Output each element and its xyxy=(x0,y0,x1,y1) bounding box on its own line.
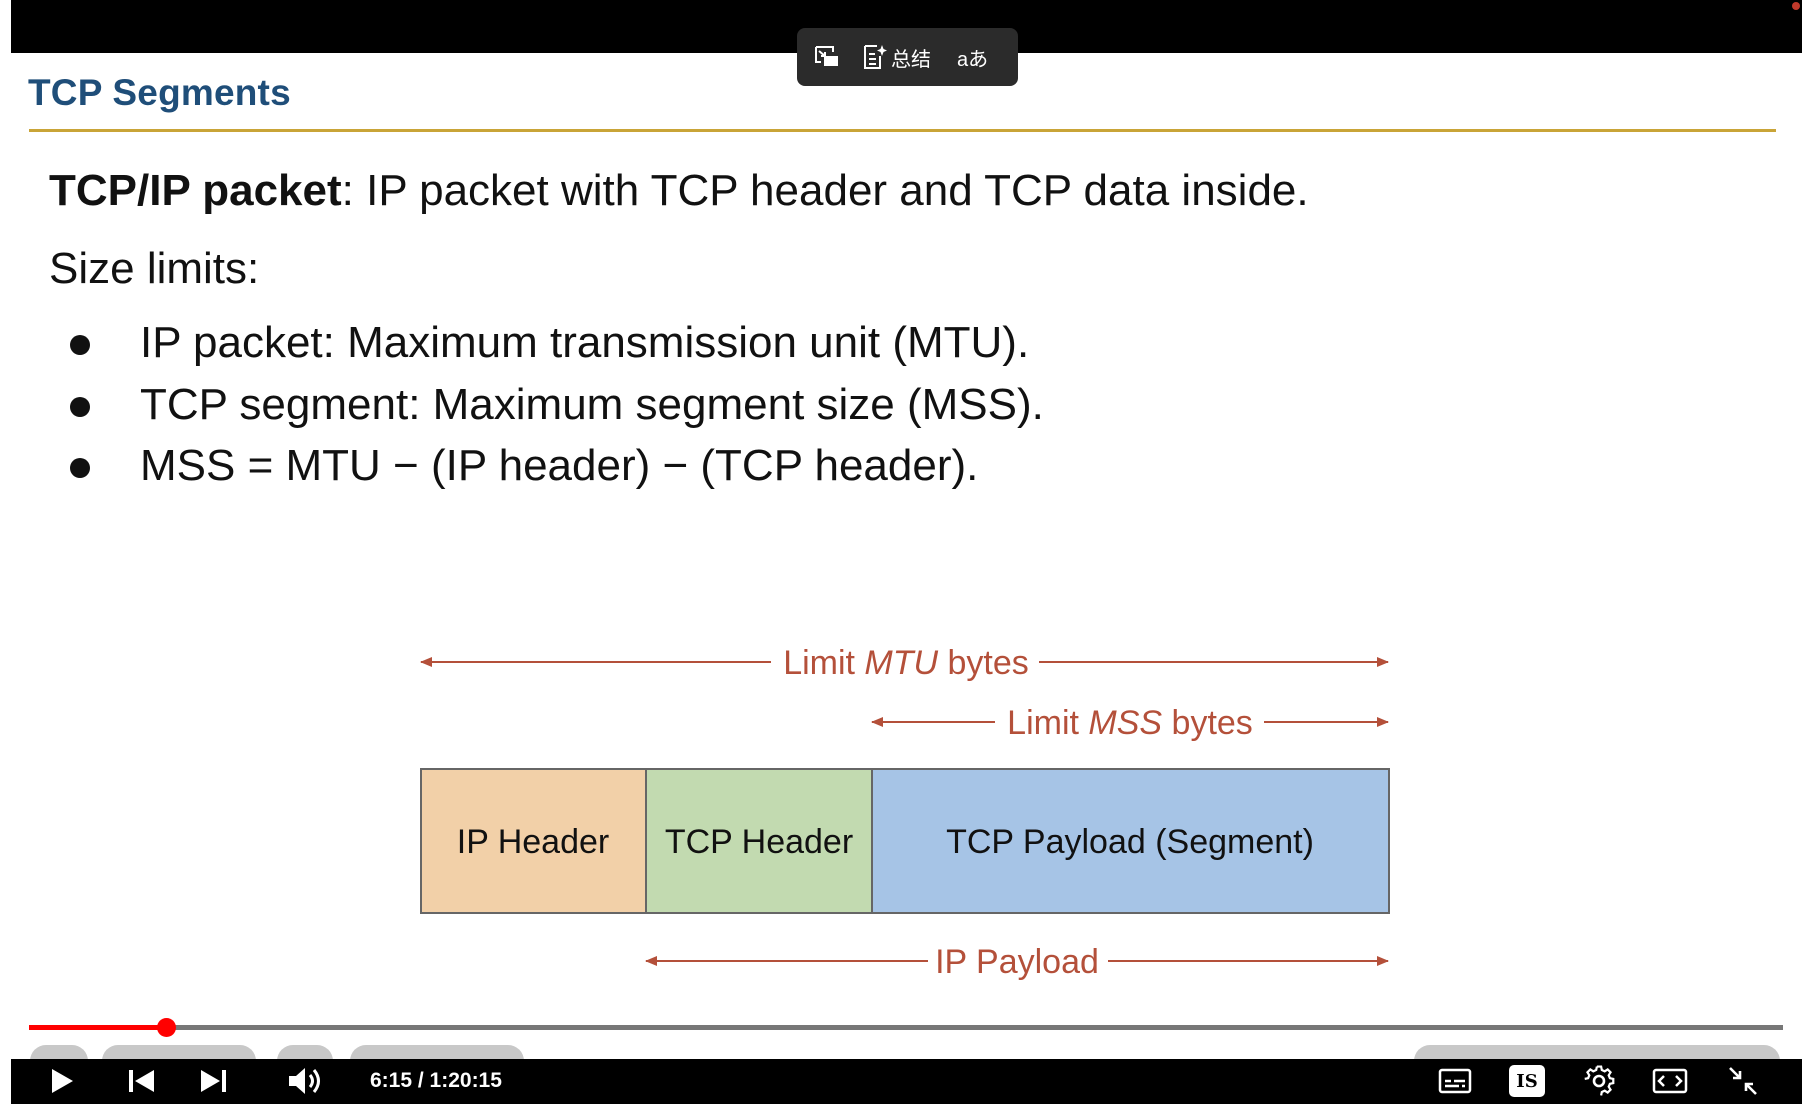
volume-button[interactable] xyxy=(281,1060,329,1102)
summary-label: 总结 xyxy=(891,48,931,71)
bullet-icon xyxy=(70,335,90,355)
ip-payload-label: IP Payload xyxy=(935,943,1099,981)
tcp-ip-packet-definition: TCP/IP packet: IP packet with TCP header… xyxy=(49,166,1309,216)
subtitles-button[interactable] xyxy=(1432,1060,1478,1102)
translate-button[interactable]: aあ xyxy=(957,43,988,72)
next-button[interactable] xyxy=(193,1060,235,1102)
progress-played xyxy=(29,1025,166,1030)
previous-button[interactable] xyxy=(120,1060,162,1102)
miniplayer-icon xyxy=(1652,1068,1688,1094)
progress-scrubber-handle[interactable] xyxy=(157,1018,176,1037)
bullet-icon xyxy=(70,396,90,417)
recording-indicator xyxy=(1792,2,1800,10)
caption-language-button[interactable]: IS xyxy=(1505,1060,1549,1102)
bullet-text: IP packet: Maximum transmission unit (MT… xyxy=(140,318,1030,367)
translate-icon: aあ xyxy=(957,48,989,71)
floating-toolbar: 总结 aあ xyxy=(797,28,1018,86)
tcp-header-label: TCP Header xyxy=(665,823,853,861)
bullet-text: TCP segment: Maximum segment size (MSS). xyxy=(140,379,1044,429)
next-icon xyxy=(201,1070,226,1092)
tcp-header-box xyxy=(645,768,873,914)
mtu-limit-label: Limit MTU bytes xyxy=(783,644,1029,682)
ai-summary-document-icon xyxy=(864,45,887,69)
picture-in-picture-exit-button[interactable] xyxy=(813,44,841,70)
summary-button[interactable]: 总结 xyxy=(861,43,931,72)
miniplayer-button[interactable] xyxy=(1647,1060,1693,1102)
play-icon xyxy=(52,1069,73,1093)
gear-icon xyxy=(1584,1065,1615,1096)
control-hover-backdrop xyxy=(350,1045,524,1061)
time-display: 6:15 / 1:20:15 xyxy=(370,1069,502,1092)
bullet-icon xyxy=(70,458,90,478)
caption-badge: IS xyxy=(1509,1065,1545,1097)
term-tcp-ip-packet: TCP/IP packet xyxy=(49,166,342,215)
tcp-payload-box xyxy=(871,768,1390,914)
size-limits-heading: Size limits: xyxy=(49,244,260,293)
tcp-payload-label: TCP Payload (Segment) xyxy=(946,823,1314,861)
mss-limit-label: Limit MSS bytes xyxy=(1007,704,1253,742)
slide-title: TCP Segments xyxy=(28,72,291,113)
control-hover-backdrop xyxy=(277,1045,333,1061)
settings-button[interactable] xyxy=(1576,1060,1622,1102)
previous-icon xyxy=(129,1070,154,1092)
ip-header-box xyxy=(420,768,647,914)
bullet-text: MSS = MTU − (IP header) − (TCP header). xyxy=(140,441,979,490)
volume-icon xyxy=(289,1068,320,1094)
picture-in-picture-exit-icon xyxy=(815,46,838,66)
player-control-bar xyxy=(11,1059,1802,1104)
definition-text: : IP packet with TCP header and TCP data… xyxy=(341,166,1309,215)
control-hover-backdrop xyxy=(1414,1045,1780,1061)
ip-header-label: IP Header xyxy=(457,823,609,861)
play-button[interactable] xyxy=(36,1060,86,1102)
fullscreen-exit-button[interactable] xyxy=(1720,1060,1766,1102)
control-hover-backdrop xyxy=(30,1045,88,1061)
control-hover-backdrop xyxy=(102,1045,256,1061)
fullscreen-exit-icon xyxy=(1729,1067,1757,1095)
progress-bar[interactable] xyxy=(29,1018,1783,1037)
title-divider xyxy=(29,129,1776,132)
subtitles-icon xyxy=(1438,1068,1472,1094)
